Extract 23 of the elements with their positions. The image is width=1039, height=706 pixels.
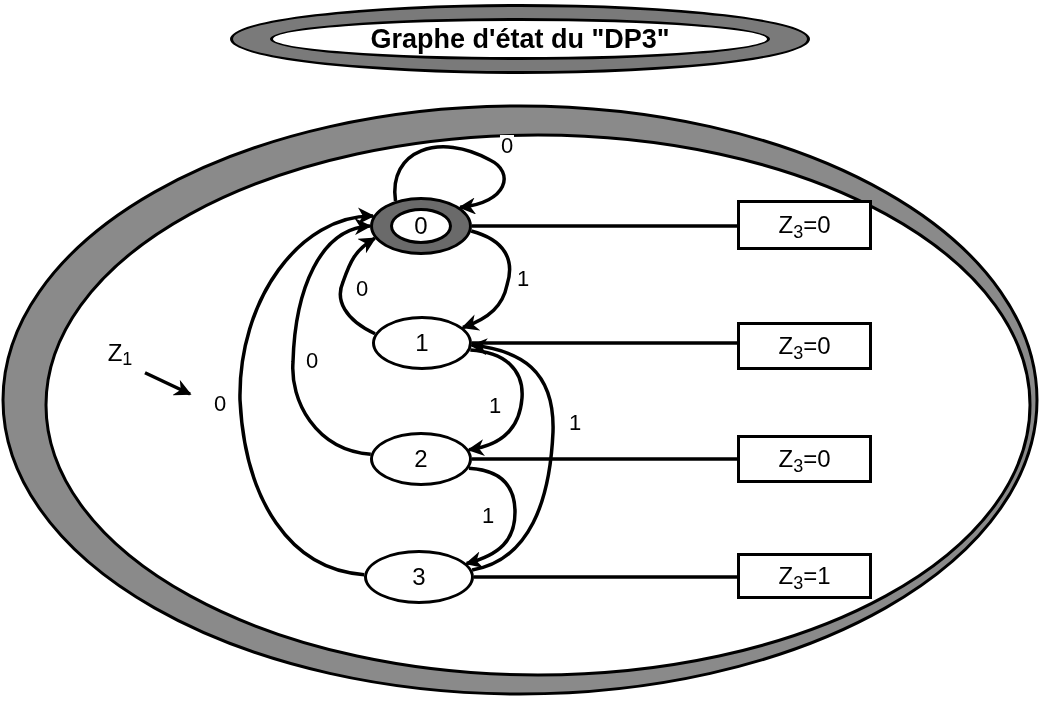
diagram-title: Graphe d'état du "DP3" [370, 25, 670, 53]
state-number: 3 [412, 565, 426, 589]
output-value: Z$_{3}$=0 [778, 447, 831, 471]
input-label: Z$_{1}$ [107, 340, 133, 365]
connector-line [472, 224, 737, 228]
connector-line [472, 341, 737, 345]
output-value: Z$_{3}$=1 [778, 564, 831, 588]
arrow [291, 219, 372, 457]
state-number: 2 [414, 447, 428, 471]
output-box [737, 435, 872, 483]
arrow [470, 338, 555, 572]
output-value: Z$_{3}$=0 [778, 213, 831, 237]
output-box [737, 553, 872, 599]
state-number: 1 [415, 331, 429, 355]
state-number: 0 [414, 214, 428, 238]
output-box [737, 322, 872, 370]
output-value: Z$_{3}$=0 [778, 334, 831, 358]
arrow [393, 145, 506, 214]
arrow [338, 236, 377, 336]
output-box [737, 200, 872, 250]
connector-line [474, 575, 737, 579]
connector-line [472, 457, 737, 461]
arrow [144, 371, 192, 396]
